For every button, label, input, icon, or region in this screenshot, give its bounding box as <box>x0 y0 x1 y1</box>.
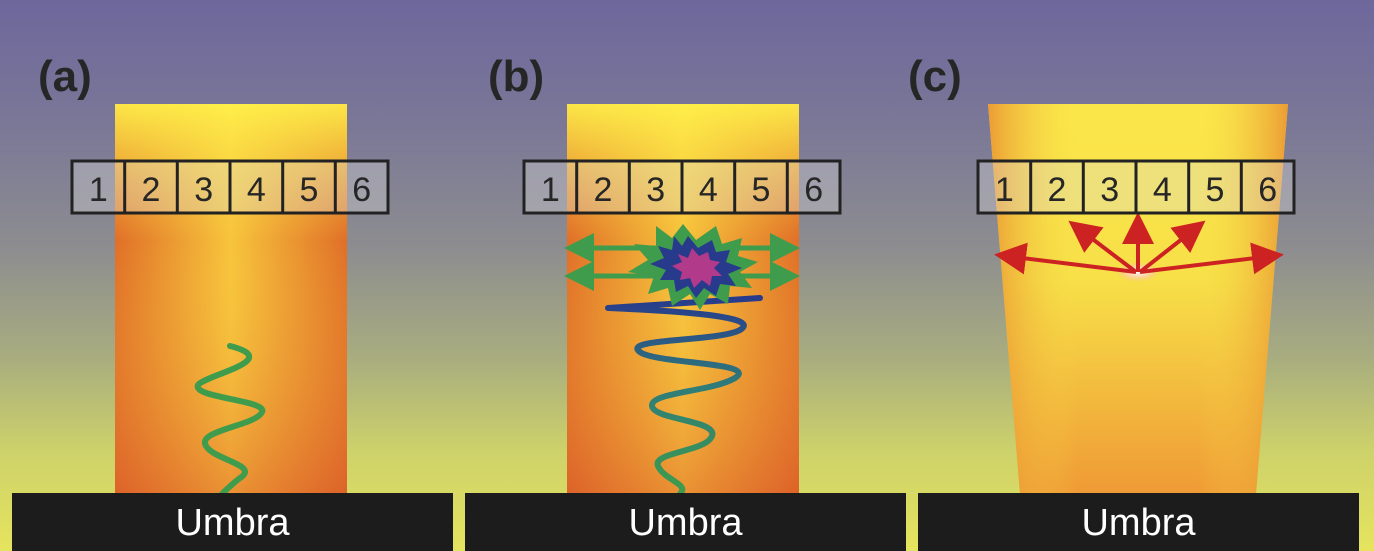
cell-c-2: 2 <box>1048 171 1067 209</box>
wave-a <box>194 343 266 497</box>
cell-b-3: 3 <box>646 171 665 209</box>
cell-a-2: 2 <box>142 171 161 209</box>
cell-c-1: 1 <box>995 171 1014 209</box>
red-arrow-upper-right <box>1138 220 1206 274</box>
red-arrow-upper-left <box>1068 220 1138 274</box>
cell-b-1: 1 <box>541 171 560 209</box>
cell-b-6: 6 <box>804 171 823 209</box>
cell-c-5: 5 <box>1206 171 1225 209</box>
cell-b-5: 5 <box>752 171 771 209</box>
cell-a-6: 6 <box>352 171 371 209</box>
cell-row-b: 1 2 3 4 5 6 <box>522 159 842 215</box>
umbra-label-b: Umbra <box>628 501 743 544</box>
umbra-bar-a: Umbra <box>12 493 453 551</box>
reconnection-burst <box>628 224 758 310</box>
flux-tube-c <box>988 104 1288 494</box>
cell-row-c: 1 2 3 4 5 6 <box>976 159 1296 215</box>
cell-a-3: 3 <box>194 171 213 209</box>
cell-a-4: 4 <box>247 171 266 209</box>
cell-b-4: 4 <box>699 171 718 209</box>
umbra-label-c: Umbra <box>1081 501 1196 544</box>
cell-c-3: 3 <box>1100 171 1119 209</box>
cell-b-2: 2 <box>594 171 613 209</box>
cell-c-6: 6 <box>1258 171 1277 209</box>
panel-label-c: (c) <box>908 52 962 101</box>
cell-row-a: 1 2 3 4 5 6 <box>70 159 390 215</box>
red-arrows <box>994 212 1284 275</box>
red-arrow-left <box>994 242 1137 275</box>
cell-a-1: 1 <box>89 171 108 209</box>
wave-b <box>605 295 763 497</box>
cell-c-4: 4 <box>1153 171 1172 209</box>
umbra-label-a: Umbra <box>175 501 290 544</box>
cell-a-5: 5 <box>300 171 319 209</box>
panel-label-a: (a) <box>38 52 92 101</box>
red-arrow-right <box>1139 242 1284 275</box>
umbra-bar-c: Umbra <box>918 493 1359 551</box>
panel-label-b: (b) <box>488 52 545 101</box>
umbra-bar-b: Umbra <box>465 493 906 551</box>
